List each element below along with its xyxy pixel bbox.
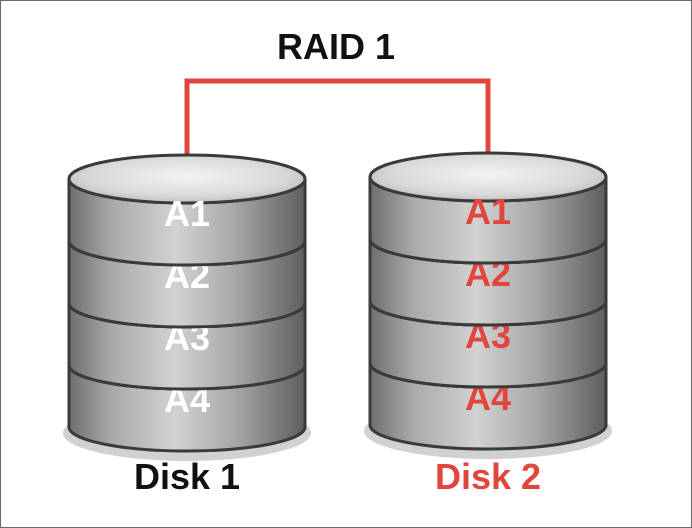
block-label: A1 [465,191,511,232]
raid-link-line [184,78,491,159]
disk-1-label: Disk 1 [134,456,240,497]
platter-slice: A1 [67,153,307,267]
platter-top [67,153,307,205]
disk-2-label: Disk 2 [435,456,541,497]
platter-top [368,151,608,203]
platter-slice: A1 [368,151,608,265]
block-label: A1 [164,193,210,234]
diagram-title: RAID 1 [277,26,395,67]
